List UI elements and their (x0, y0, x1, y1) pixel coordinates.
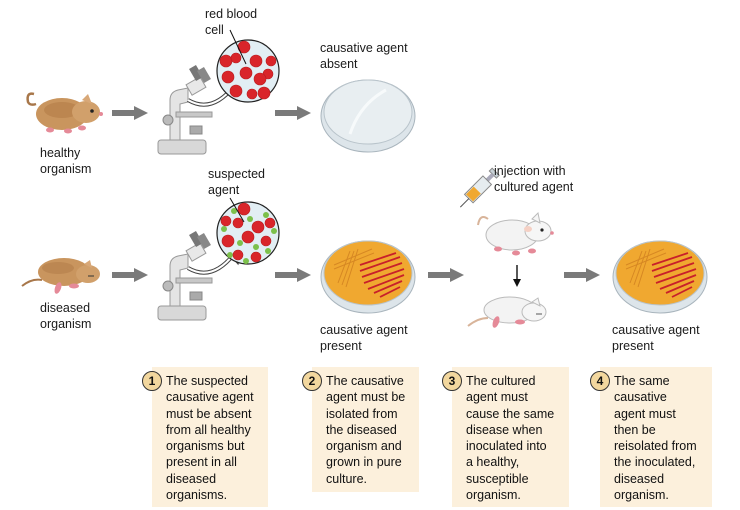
step-text-4: The same causative agent must then be re… (614, 374, 697, 503)
pointer-line (229, 29, 247, 65)
step-text-3: The cultured agent must cause the same d… (466, 374, 555, 503)
suspected-agent-label: suspected agent (208, 167, 265, 197)
step-text-1: The suspected causative agent must be ab… (166, 374, 254, 503)
infected-cells-zoom-circle (216, 201, 280, 265)
arrow-icon (275, 268, 311, 282)
red-blood-cell-label: red blood cell (205, 7, 258, 37)
culture-petri-dish-icon-2 (612, 240, 708, 314)
arrow-icon (112, 268, 148, 282)
microscope-icon (157, 64, 213, 155)
step-number-badge-3: 3 (442, 371, 462, 391)
culture-petri-dish-icon (320, 240, 416, 314)
step-number-badge-4: 4 (590, 371, 610, 391)
white-mouse-healthy-icon (477, 211, 554, 256)
syringe-icon (459, 167, 500, 208)
empty-petri-dish-icon (320, 79, 416, 153)
diseased-mouse-icon (21, 258, 100, 294)
arrow-icon (275, 106, 311, 120)
pointer-line (229, 197, 245, 223)
healthy-organism-label: healthy organism (40, 146, 92, 176)
step-box-1: The suspected causative agent must be ab… (152, 367, 268, 507)
step-text-2: The causative agent must be isolated fro… (326, 374, 406, 486)
arrow-icon (564, 268, 600, 282)
white-mouse-diseased-icon (467, 296, 547, 328)
step-box-4: The same causative agent must then be re… (600, 367, 712, 507)
arrow-icon (112, 106, 148, 120)
step-number-badge-1: 1 (142, 371, 162, 391)
diseased-organism-label: diseased organism (40, 301, 92, 331)
microscope-icon (157, 230, 213, 321)
healthy-mouse-icon (26, 92, 103, 134)
step-number-badge-2: 2 (302, 371, 322, 391)
agent-present-label-1: causative agent present (320, 323, 408, 353)
agent-absent-label: causative agent absent (320, 41, 408, 71)
down-arrow-icon (513, 265, 521, 287)
arrow-icon (428, 268, 464, 282)
blood-cells-zoom-circle (216, 39, 280, 103)
step-box-3: The cultured agent must cause the same d… (452, 367, 569, 507)
injection-label: injection with cultured agent (494, 164, 574, 194)
agent-present-label-2: causative agent present (612, 323, 700, 353)
step-box-2: The causative agent must be isolated fro… (312, 367, 419, 492)
